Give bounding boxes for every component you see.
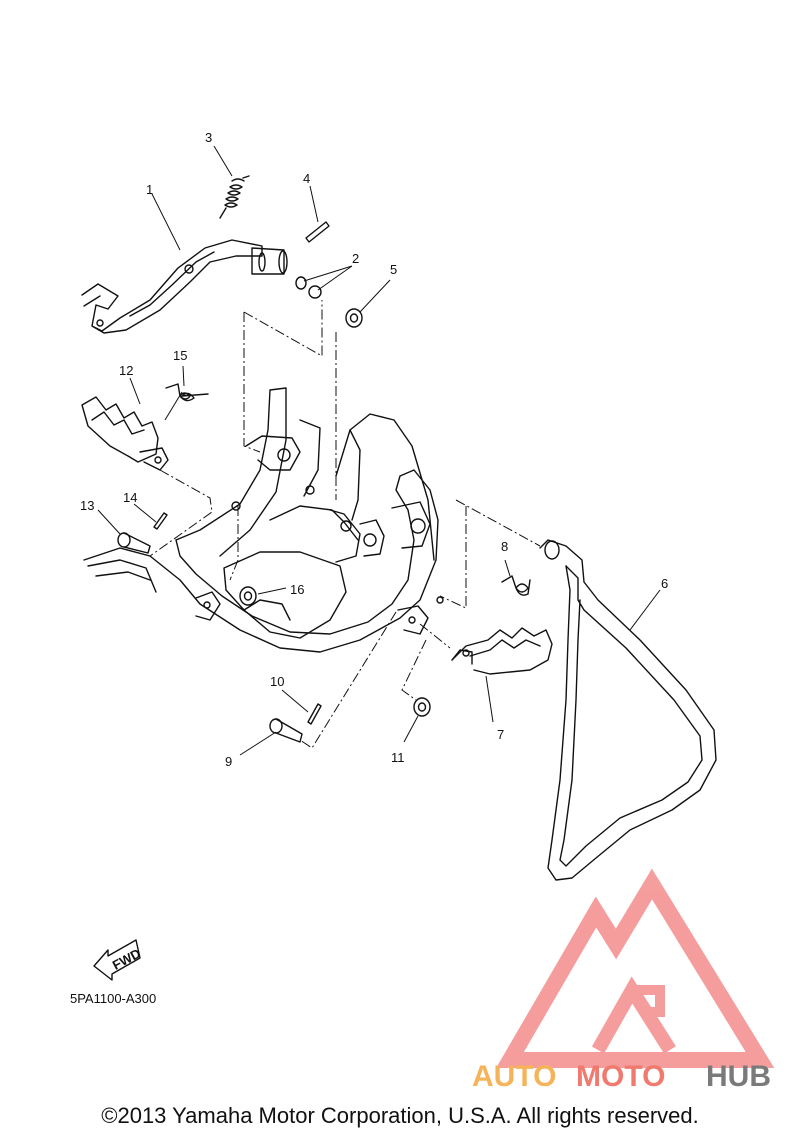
callout-8: 8 bbox=[501, 539, 508, 554]
callout-9: 9 bbox=[225, 754, 232, 769]
part-code: 5PA1100-A300 bbox=[70, 991, 156, 1006]
o-ring-drawing bbox=[295, 276, 307, 290]
clevis-pin-drawing bbox=[117, 532, 151, 554]
callout-5: 5 bbox=[390, 262, 397, 277]
fwd-label: FWD bbox=[110, 946, 143, 973]
right-footrest-drawing bbox=[451, 627, 553, 675]
frame-drawing bbox=[83, 387, 444, 653]
washer-drawing bbox=[345, 308, 363, 328]
callout-11: 11 bbox=[391, 750, 405, 765]
callout-12: 12 bbox=[119, 363, 133, 378]
brake-pedal-drawing bbox=[81, 239, 288, 334]
callout-labels: 1 2 3 4 5 6 7 8 9 10 11 12 13 14 15 16 bbox=[80, 130, 668, 769]
cotter-pin-drawing bbox=[307, 703, 322, 725]
callout-3: 3 bbox=[205, 130, 212, 145]
callout-14: 14 bbox=[123, 490, 137, 505]
torsion-spring-drawing bbox=[165, 383, 209, 402]
callout-10: 10 bbox=[270, 674, 284, 689]
collar-drawing bbox=[239, 586, 257, 606]
washer-drawing bbox=[413, 697, 431, 717]
callout-16: 16 bbox=[290, 582, 304, 597]
brand-hub: HUB bbox=[706, 1060, 771, 1093]
callout-4: 4 bbox=[303, 171, 310, 186]
callout-13: 13 bbox=[80, 498, 94, 513]
callout-2: 2 bbox=[352, 251, 359, 266]
copyright-notice: ©2013 Yamaha Motor Corporation, U.S.A. A… bbox=[101, 1103, 699, 1128]
callout-6: 6 bbox=[661, 576, 668, 591]
leader-lines bbox=[97, 145, 661, 756]
alignment-lines bbox=[149, 300, 541, 749]
fwd-arrow-icon: FWD bbox=[93, 939, 143, 981]
spring-drawing bbox=[219, 175, 250, 219]
automotohub-logo-icon bbox=[496, 868, 775, 1068]
pivot-pin-drawing bbox=[269, 718, 303, 743]
cotter-pin-drawing bbox=[305, 221, 330, 243]
brand-moto: MOTO bbox=[576, 1060, 665, 1093]
left-footrest-drawing bbox=[81, 396, 169, 471]
sidestand-drawing bbox=[539, 539, 717, 881]
callout-7: 7 bbox=[497, 727, 504, 742]
callout-1: 1 bbox=[146, 182, 153, 197]
footrest-spring-drawing bbox=[501, 575, 531, 596]
callout-15: 15 bbox=[173, 348, 187, 363]
o-ring-drawing bbox=[308, 285, 322, 299]
brand-auto: AUTO bbox=[472, 1060, 556, 1093]
cotter-pin-drawing bbox=[153, 512, 168, 530]
